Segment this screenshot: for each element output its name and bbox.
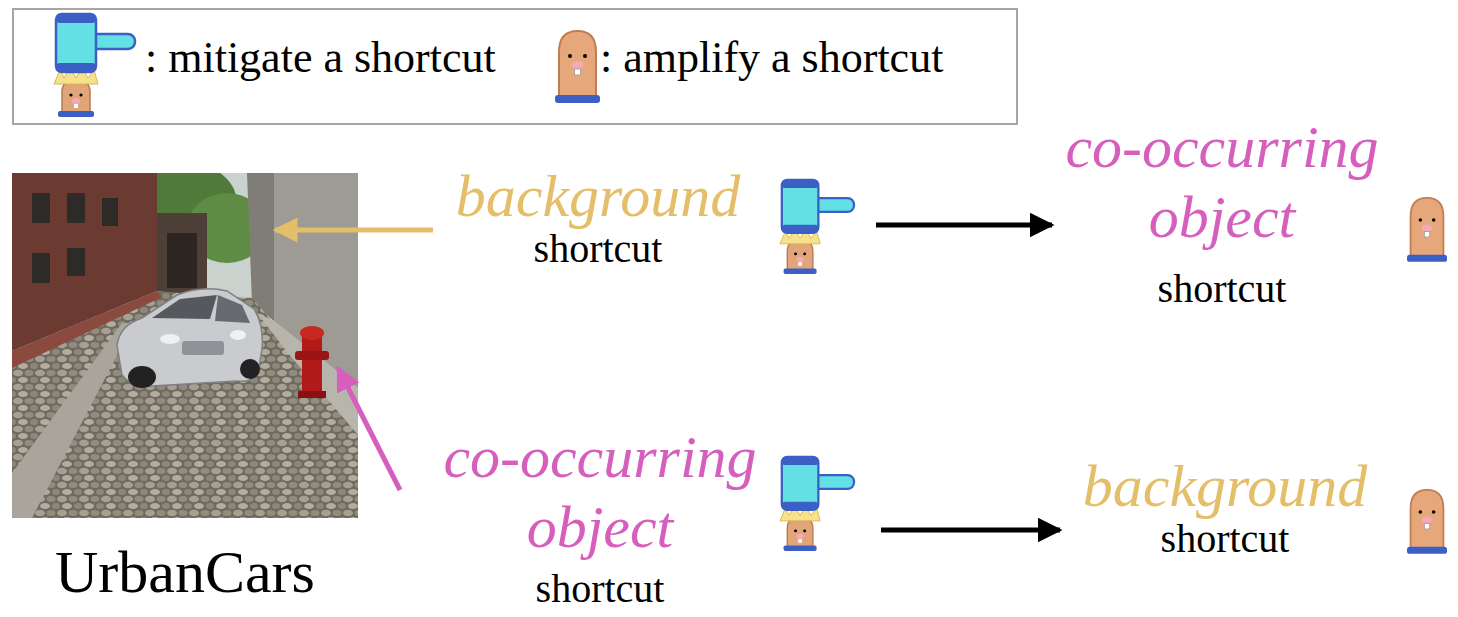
arrow-connector	[338, 368, 400, 490]
amplify-icon	[1407, 490, 1447, 554]
street-scene	[12, 173, 358, 518]
mitigate-icon	[780, 457, 854, 551]
car	[117, 289, 262, 388]
shortcut-name: background	[433, 162, 763, 230]
shortcut-name: background	[1060, 452, 1390, 520]
photo-area	[12, 173, 358, 518]
shortcut-word: shortcut	[1060, 515, 1390, 563]
left-curb	[12, 323, 134, 518]
legend-label: : amplify a shortcut	[600, 33, 943, 82]
shortcut-word: shortcut	[1052, 265, 1392, 313]
shortcut-node: backgroundshortcut	[1060, 452, 1390, 563]
shortcut-name: co-occurring object	[1052, 112, 1392, 252]
fire-hydrant	[295, 326, 329, 398]
mitigate-icon	[54, 14, 135, 117]
arrow-connector	[876, 223, 1052, 228]
shortcut-node: co-occurring objectshortcut	[400, 422, 881, 613]
image-panel: UrbanCars	[12, 173, 358, 606]
arrow-connector	[275, 228, 433, 233]
shortcut-word: shortcut	[430, 565, 770, 613]
shortcut-name: co-occurring object	[430, 422, 770, 562]
shortcut-word: shortcut	[433, 225, 763, 273]
amplify-icon	[1407, 198, 1447, 262]
legend-entry: : mitigate a shortcut	[145, 32, 496, 84]
legend-label: : mitigate a shortcut	[145, 33, 496, 82]
shortcut-node: backgroundshortcut	[433, 162, 876, 273]
sky	[12, 173, 358, 518]
mitigate-icon	[780, 180, 854, 274]
image-caption: UrbanCars	[12, 538, 358, 606]
shortcut-node: co-occurring object shortcut	[1052, 112, 1392, 313]
legend-box: : mitigate a shortcut : amplify a shortcu…	[12, 8, 1018, 125]
amplify-icon	[555, 31, 600, 103]
arrow-connector	[881, 528, 1060, 533]
legend-entry: : amplify a shortcut	[600, 32, 943, 84]
